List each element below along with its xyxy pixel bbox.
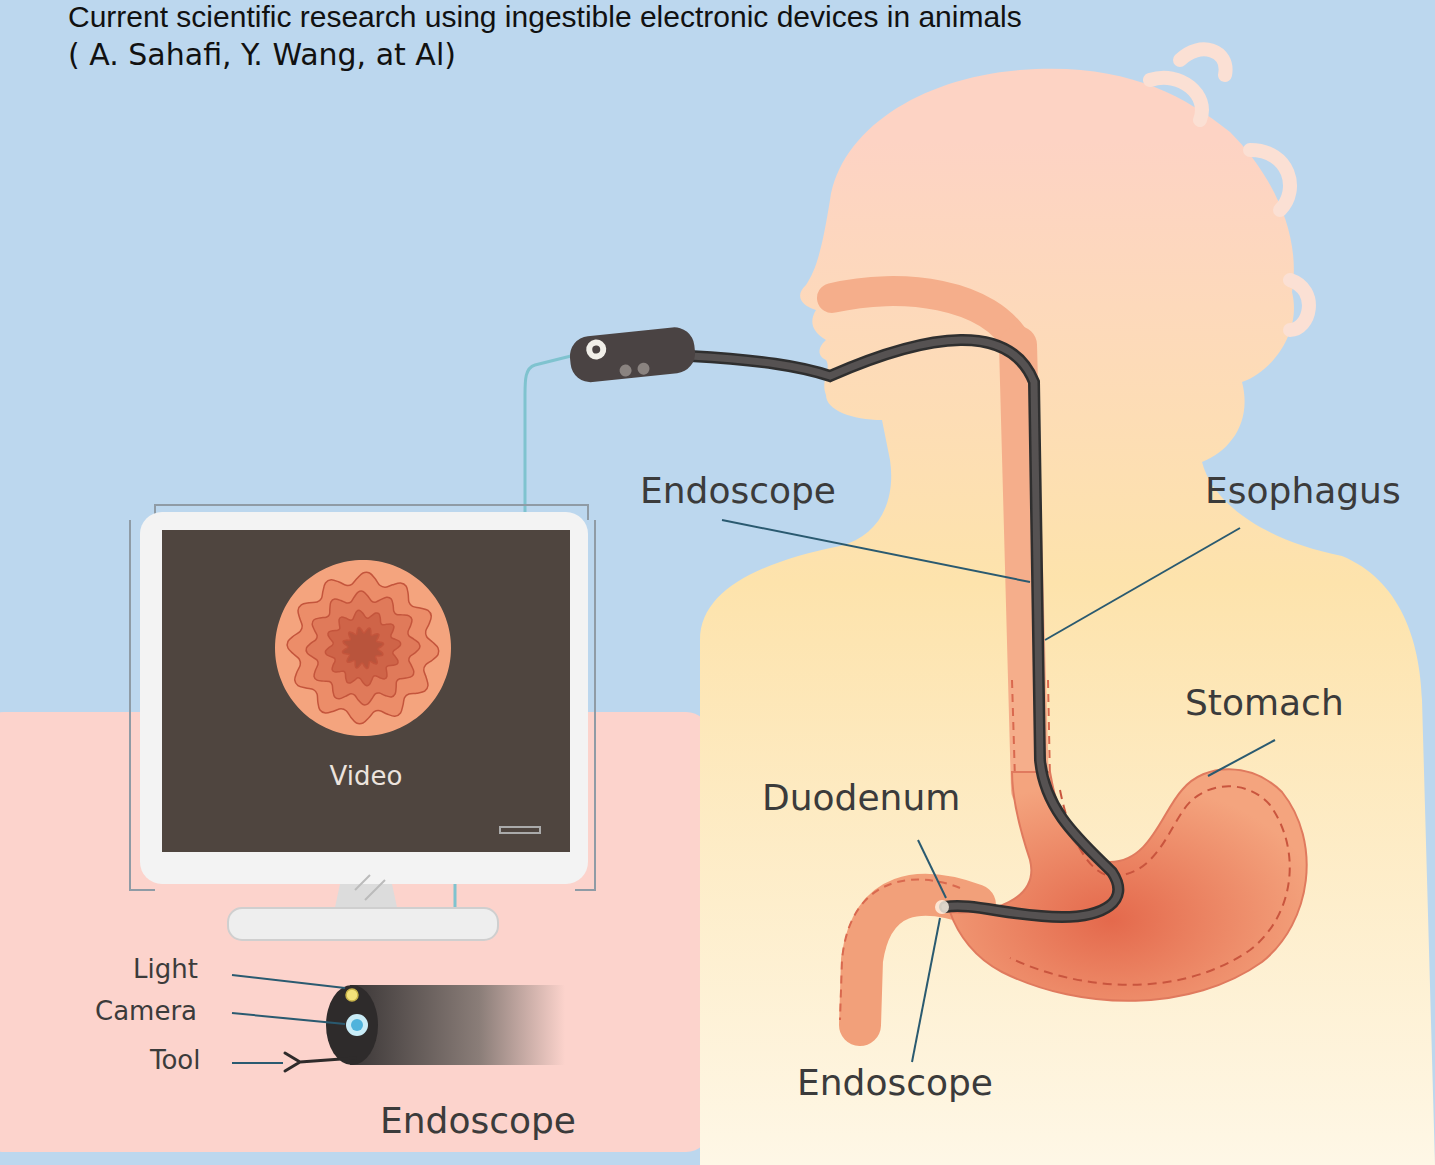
part-label: Endoscope xyxy=(640,470,836,511)
esophagus xyxy=(1018,345,1030,790)
title: Current scientific research using ingest… xyxy=(68,0,1022,35)
video-ring xyxy=(325,610,400,685)
part-label: Endoscope xyxy=(380,1100,576,1141)
screen-label: Video xyxy=(330,762,403,792)
video-ring xyxy=(342,627,383,668)
part-label: Esophagus xyxy=(1205,470,1401,511)
endoscope-light xyxy=(935,900,949,914)
leader-lines xyxy=(232,520,1275,1063)
endoscope-handle xyxy=(568,325,697,384)
part-label: Duodenum xyxy=(762,777,960,818)
video-image xyxy=(275,560,451,736)
cable xyxy=(525,355,575,512)
endoscope-tip xyxy=(285,985,565,1071)
body-silhouette xyxy=(700,69,1435,1165)
part-label: Camera xyxy=(95,997,197,1027)
stomach xyxy=(950,769,1307,1001)
part-label: Endoscope xyxy=(797,1062,993,1103)
endoscope-tube xyxy=(690,340,1118,917)
part-label: Stomach xyxy=(1185,682,1344,723)
endoscope-tube xyxy=(690,340,1118,917)
video-ring xyxy=(306,591,420,705)
part-label: Tool xyxy=(150,1046,201,1076)
monitor xyxy=(130,505,595,940)
video-ring xyxy=(287,572,439,724)
part-label: Light xyxy=(133,955,198,985)
duodenum-wall xyxy=(840,880,960,1020)
citation: ( A. Sahafi, Y. Wang, at Al) xyxy=(68,38,456,73)
panel xyxy=(0,712,710,1152)
video-ring xyxy=(275,560,451,736)
stomach-wall xyxy=(1010,786,1290,985)
oral-cavity xyxy=(832,291,1018,345)
hair xyxy=(1150,49,1309,330)
